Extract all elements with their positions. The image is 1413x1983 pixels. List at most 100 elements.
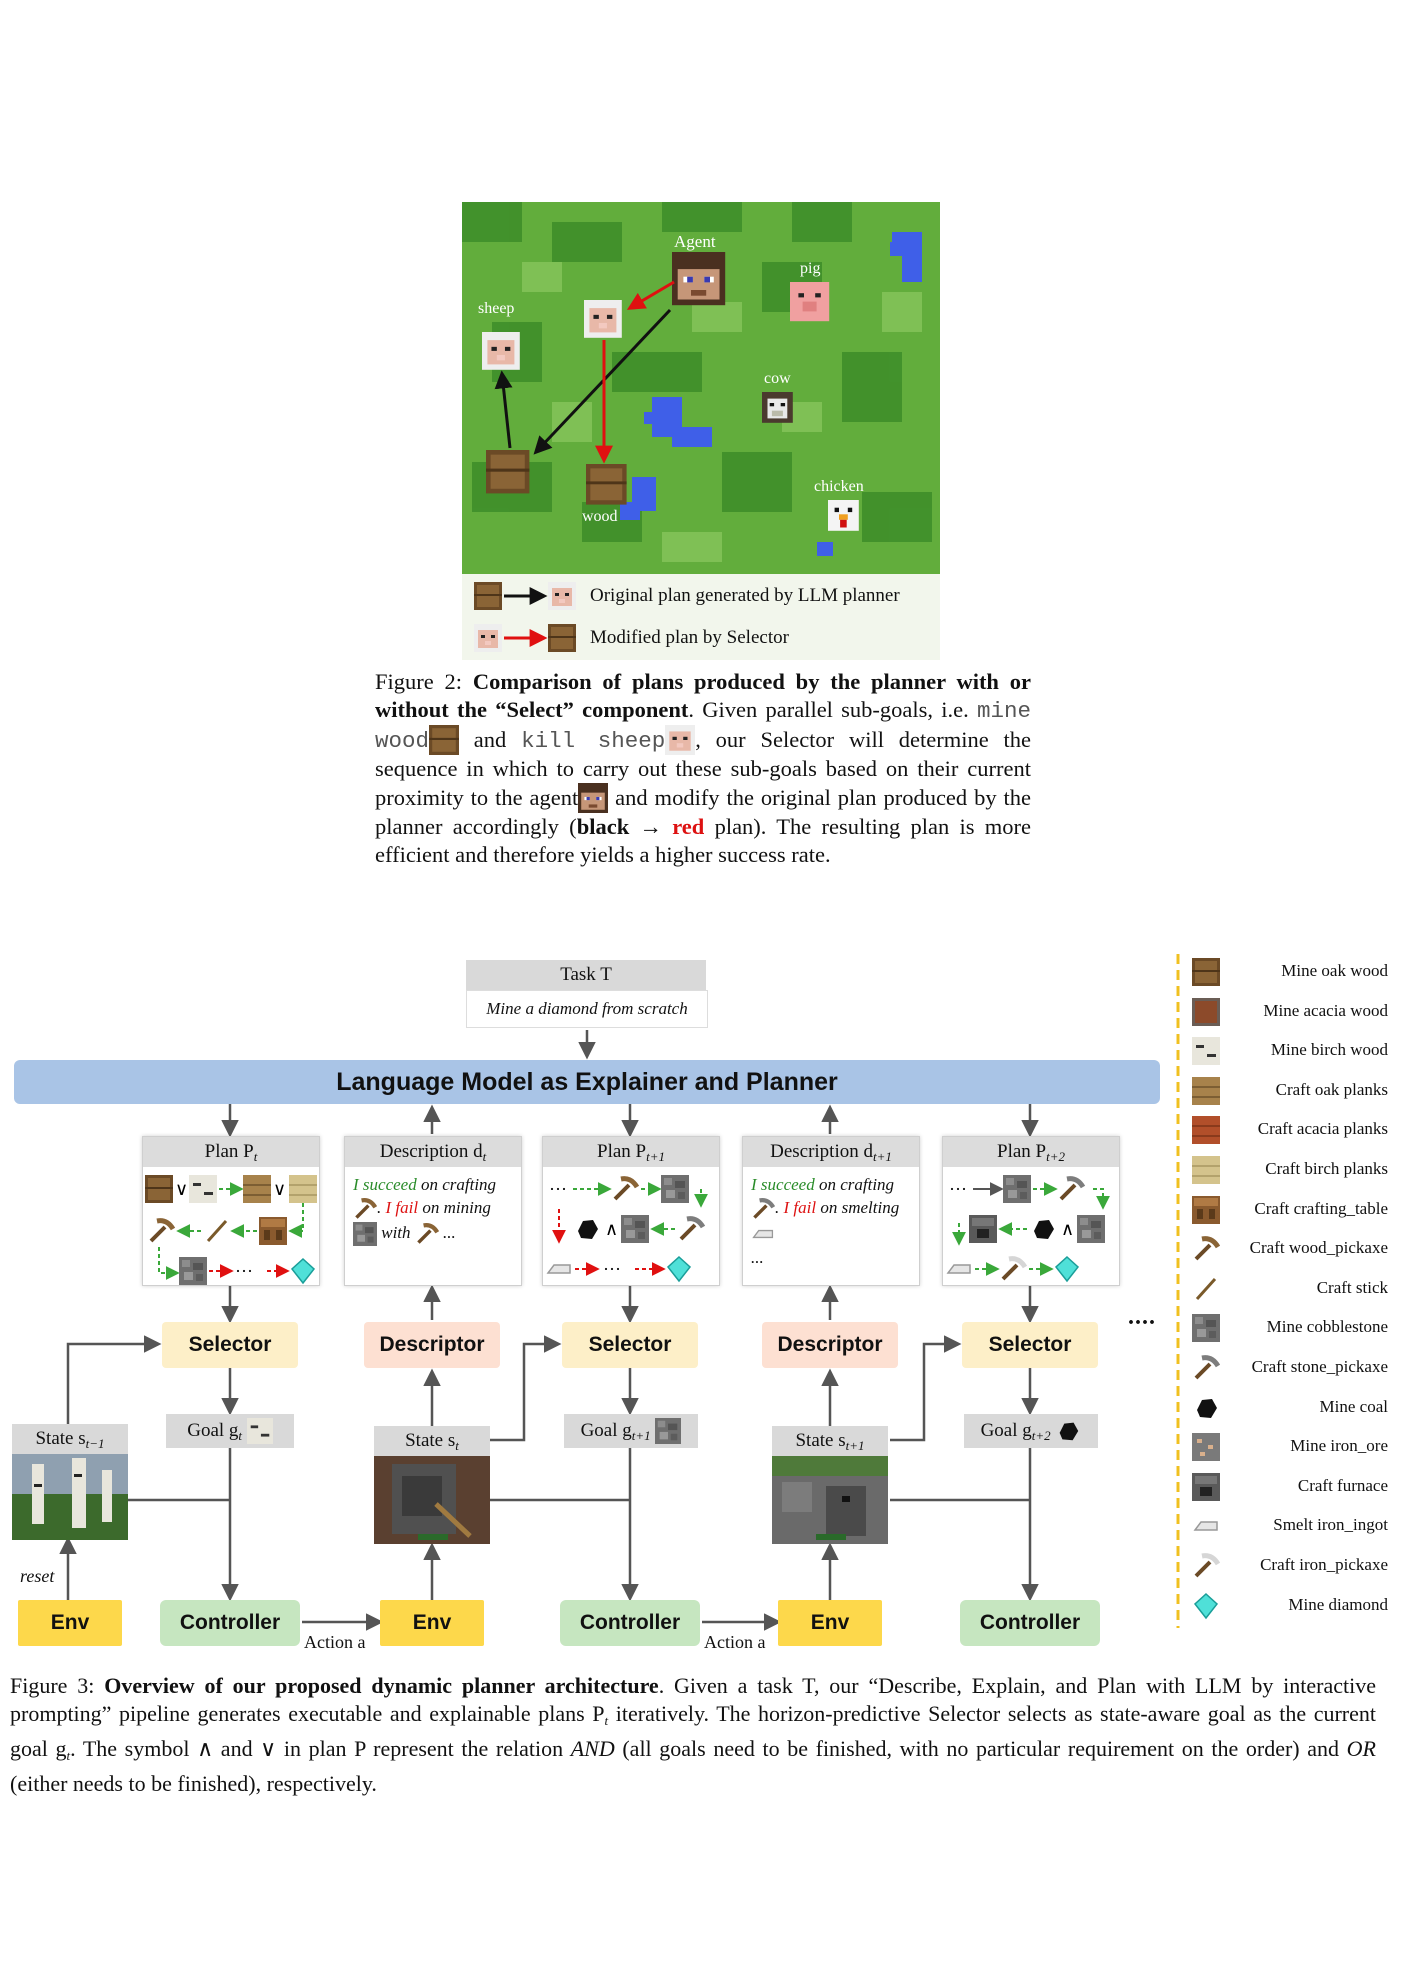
reset-label: reset bbox=[20, 1566, 55, 1586]
svg-text:···: ··· bbox=[235, 1261, 253, 1281]
legend-item: Mine acacia wood bbox=[1178, 994, 1388, 1030]
legend-item: Craft furnace bbox=[1178, 1469, 1388, 1505]
plan-t-graph: ∨ ∨ ··· bbox=[145, 1175, 317, 1285]
svg-text:···: ··· bbox=[949, 1179, 967, 1199]
svg-text:∧: ∧ bbox=[1061, 1219, 1074, 1240]
descriptor-module-1: Descriptor bbox=[364, 1322, 500, 1368]
plan-card-t1: Plan Pt+1 ··· ∧ ··· bbox=[542, 1136, 720, 1286]
birch-log-goal-icon bbox=[246, 1418, 273, 1444]
iron-ingot-inline-icon bbox=[752, 1229, 774, 1239]
plan-t2-graph: ··· ∧ bbox=[947, 1175, 1110, 1282]
legend-item: Mine coal bbox=[1178, 1390, 1388, 1426]
acacia-planks-icon bbox=[1192, 1116, 1220, 1145]
controller-module-3: Controller bbox=[960, 1600, 1100, 1646]
description-t1-text: I succeed on crafting . I fail on smelti… bbox=[751, 1175, 900, 1267]
action-label-1: Action a bbox=[304, 1632, 366, 1652]
oak-planks-icon bbox=[1192, 1076, 1220, 1105]
diamond-icon bbox=[1194, 1592, 1218, 1619]
legend-item: Craft acacia planks bbox=[1178, 1112, 1388, 1148]
goal-t1: Goal gt+1 bbox=[564, 1414, 698, 1448]
cobblestone-goal-icon bbox=[655, 1418, 682, 1444]
coal-goal-icon bbox=[1060, 1422, 1079, 1441]
fig2-legend: Original plan generated by LLM planner M… bbox=[462, 574, 940, 660]
plan-card-t2-title: Plan Pt+2 bbox=[943, 1137, 1119, 1167]
selector-module-2: Selector bbox=[562, 1322, 698, 1368]
selector-module-3: Selector bbox=[962, 1322, 1098, 1368]
plan-t1-graph: ··· ∧ ··· bbox=[547, 1175, 708, 1282]
legend-item: Mine cobblestone bbox=[1178, 1310, 1388, 1346]
wood-pickaxe-inline-icon-2 bbox=[415, 1222, 439, 1246]
env-module-3: Env bbox=[778, 1600, 882, 1646]
legend-item-label: Craft stick bbox=[1316, 1277, 1388, 1297]
selector-module-1: Selector bbox=[162, 1322, 298, 1368]
description-card-t: Description dt I succeed on crafting . I… bbox=[344, 1136, 522, 1286]
legend-item-label: Craft crafting_table bbox=[1254, 1198, 1388, 1218]
svg-text:∨: ∨ bbox=[273, 1179, 286, 1200]
state-t-minus-1-image bbox=[12, 1454, 128, 1540]
black-plan-arrow-2 bbox=[494, 370, 513, 449]
svg-text:∧: ∧ bbox=[605, 1219, 618, 1240]
legend-item: Craft iron_pickaxe bbox=[1178, 1548, 1388, 1584]
legend-red-arrow-icon bbox=[474, 624, 576, 652]
action-label-2: Action a bbox=[704, 1632, 766, 1652]
cobblestone-inline-icon bbox=[353, 1222, 377, 1246]
description-card-t1-title: Description dt+1 bbox=[743, 1137, 919, 1167]
goal-t: Goal gt bbox=[166, 1414, 294, 1448]
iron-pickaxe-icon bbox=[1192, 1552, 1220, 1580]
legend-item-label: Craft oak planks bbox=[1275, 1079, 1388, 1099]
legend-item-label: Smelt iron_ingot bbox=[1273, 1515, 1388, 1535]
legend-item-label: Mine oak wood bbox=[1281, 961, 1388, 980]
cobblestone-icon bbox=[1192, 1314, 1220, 1343]
birch-planks-icon bbox=[1192, 1156, 1220, 1184]
red-plan-arrow-1 bbox=[626, 280, 675, 310]
figure2-caption: Figure 2: Comparison of plans produced b… bbox=[375, 669, 1031, 867]
legend-item: Craft oak planks bbox=[1178, 1073, 1388, 1109]
legend-item: Craft stick bbox=[1178, 1271, 1388, 1307]
coal-icon bbox=[1197, 1398, 1217, 1418]
legend-item: Craft birch planks bbox=[1178, 1152, 1388, 1188]
legend-item-label: Mine coal bbox=[1319, 1396, 1388, 1416]
controller-module-1: Controller bbox=[160, 1600, 300, 1646]
legend-item-label: Craft furnace bbox=[1297, 1475, 1388, 1495]
legend-item-label: Mine diamond bbox=[1288, 1594, 1388, 1614]
legend-item: Craft stone_pickaxe bbox=[1178, 1350, 1388, 1386]
env-module-2: Env bbox=[380, 1600, 484, 1646]
state-t-image bbox=[374, 1456, 490, 1544]
svg-text:∨: ∨ bbox=[175, 1179, 188, 1200]
task-title: Task T bbox=[466, 960, 706, 990]
legend-black-arrow-icon bbox=[474, 582, 576, 610]
acacia-log-icon bbox=[1192, 997, 1220, 1026]
figure3-caption: Figure 3: Overview of our proposed dynam… bbox=[10, 1673, 1377, 1796]
continuation-ellipsis: .... bbox=[1128, 1304, 1156, 1330]
svg-text:···: ··· bbox=[603, 1259, 621, 1279]
legend-modified-label: Modified plan by Selector bbox=[590, 627, 789, 648]
fig2-minecraft-map: Agent pig sheep cow wood chicken bbox=[462, 202, 940, 574]
iron-ingot-icon bbox=[1194, 1521, 1218, 1532]
legend-item-label: Craft wood_pickaxe bbox=[1249, 1238, 1388, 1258]
pig-label: pig bbox=[800, 260, 821, 277]
sheep-label: sheep bbox=[478, 300, 515, 317]
legend-item-label: Craft acacia planks bbox=[1257, 1119, 1388, 1139]
legend-item-label: Craft birch planks bbox=[1265, 1159, 1388, 1178]
cow-label: cow bbox=[764, 370, 791, 387]
svg-text:···: ··· bbox=[549, 1179, 567, 1199]
controller-module-2: Controller bbox=[560, 1600, 700, 1646]
legend-item-label: Craft iron_pickaxe bbox=[1260, 1555, 1388, 1574]
crafting-table-icon bbox=[1192, 1195, 1220, 1224]
state-t1-image bbox=[772, 1456, 888, 1544]
legend-item-label: Mine cobblestone bbox=[1266, 1317, 1388, 1337]
legend-original-row: Original plan generated by LLM planner bbox=[472, 580, 900, 612]
legend-item: Craft wood_pickaxe bbox=[1178, 1231, 1388, 1267]
legend-item-label: Mine iron_ore bbox=[1290, 1436, 1388, 1456]
state-t-label: State st bbox=[374, 1426, 490, 1456]
furnace-icon bbox=[1192, 1472, 1220, 1501]
language-model-bar: Language Model as Explainer and Planner bbox=[14, 1060, 1160, 1104]
plan-card-t1-title: Plan Pt+1 bbox=[543, 1137, 719, 1167]
state-t1-label: State st+1 bbox=[772, 1426, 888, 1456]
goal-t2: Goal gt+2 bbox=[964, 1414, 1098, 1448]
wood-label: wood bbox=[582, 508, 618, 525]
birch-log-icon bbox=[1192, 1037, 1220, 1066]
plan-card-t2: Plan Pt+2 ··· ∧ bbox=[942, 1136, 1120, 1286]
legend-item: Craft crafting_table bbox=[1178, 1192, 1388, 1228]
